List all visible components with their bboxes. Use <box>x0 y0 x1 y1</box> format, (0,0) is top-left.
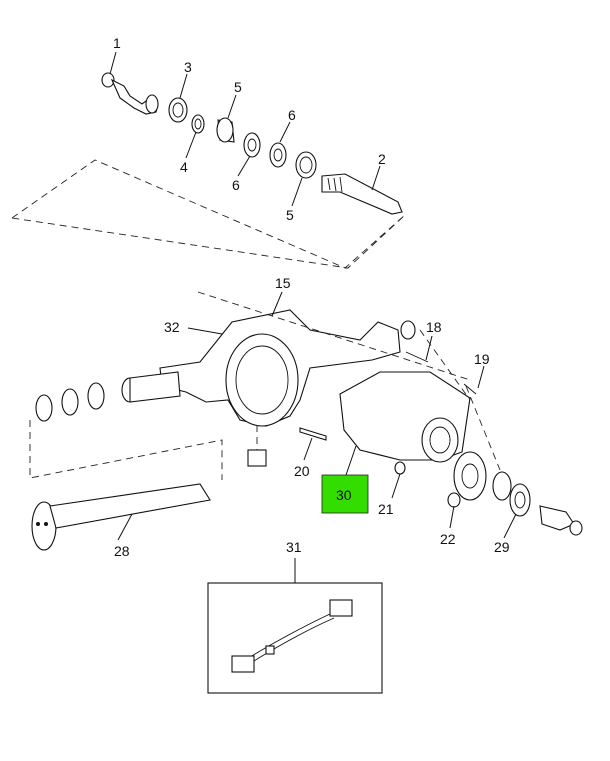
bearing-cover-plate[interactable] <box>453 451 487 501</box>
part-28-axle-shaft[interactable] <box>31 483 211 551</box>
part-30-highlight-box[interactable] <box>321 474 369 514</box>
pinion-dashed-outline <box>10 159 406 269</box>
part-6-bearing-cone[interactable] <box>243 132 261 158</box>
part-29-seal[interactable] <box>492 471 531 539</box>
callout-19[interactable]: 19 <box>474 351 490 367</box>
part-31-harness-box[interactable] <box>207 558 383 694</box>
callout-29[interactable]: 29 <box>494 539 510 555</box>
part-19-bolt[interactable] <box>463 365 485 395</box>
callout-18[interactable]: 18 <box>426 319 442 335</box>
part-22-nut[interactable] <box>447 492 461 529</box>
callout-6b[interactable]: 6 <box>232 177 240 193</box>
callout-3[interactable]: 3 <box>184 59 192 75</box>
callout-4[interactable]: 4 <box>180 159 188 175</box>
callout-5b[interactable]: 5 <box>286 207 294 223</box>
part-18-bolt[interactable] <box>405 335 433 363</box>
part-20-stud[interactable] <box>299 427 327 461</box>
callout-20[interactable]: 20 <box>294 463 310 479</box>
part-2-pinion-gear[interactable] <box>321 173 403 215</box>
output-yoke[interactable] <box>539 505 583 536</box>
axle-housing[interactable] <box>121 291 471 427</box>
callout-15[interactable]: 15 <box>275 275 291 291</box>
part-30-differential-carrier[interactable] <box>339 329 501 471</box>
callout-1[interactable]: 1 <box>113 35 121 51</box>
part-6-bearing-cone-2[interactable] <box>269 142 287 168</box>
part-1-yoke[interactable] <box>101 72 159 115</box>
part-5-bearing-cup-2[interactable] <box>295 151 317 179</box>
housing-bushing[interactable] <box>247 425 267 467</box>
part-21-washer[interactable] <box>391 461 406 499</box>
callout-6a[interactable]: 6 <box>288 107 296 123</box>
part-5-bearing-cup[interactable] <box>216 117 235 143</box>
part-3-seal[interactable] <box>168 97 188 123</box>
callout-2[interactable]: 2 <box>378 151 386 167</box>
callout-30[interactable]: 30 <box>336 487 352 503</box>
callout-labels: 1 3 4 5 6 6 5 2 15 32 18 19 20 21 22 29 … <box>113 35 510 559</box>
part-4-spacer[interactable] <box>191 114 205 134</box>
pinion-assembly <box>10 51 406 269</box>
callout-22[interactable]: 22 <box>440 531 456 547</box>
callout-21[interactable]: 21 <box>378 501 394 517</box>
callout-28[interactable]: 28 <box>114 543 130 559</box>
callout-5a[interactable]: 5 <box>234 79 242 95</box>
callout-32[interactable]: 32 <box>164 319 180 335</box>
callout-31[interactable]: 31 <box>286 539 302 555</box>
axle-end-hardware[interactable] <box>29 382 223 480</box>
